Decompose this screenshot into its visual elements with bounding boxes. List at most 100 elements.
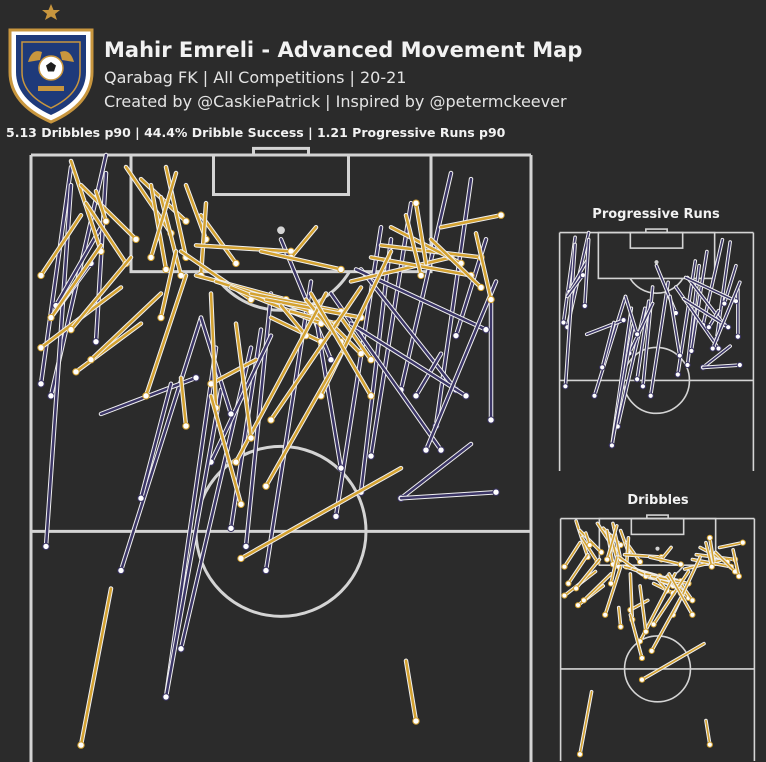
movement-line	[139, 382, 173, 500]
movement-line	[629, 613, 643, 659]
goal	[646, 514, 669, 520]
movement-end-point	[162, 693, 170, 701]
movement-end-point	[598, 549, 605, 556]
movement-line	[269, 316, 323, 343]
movement-end-point	[617, 623, 624, 630]
movement-line	[705, 541, 713, 568]
movement-end-point	[262, 566, 270, 575]
movement-line	[329, 292, 443, 452]
movement-line	[264, 352, 343, 488]
movement-end-point	[412, 392, 420, 400]
movement-end-point	[337, 265, 345, 274]
movement-end-point	[412, 199, 420, 207]
movement-end-point	[232, 259, 240, 268]
movement-line	[611, 324, 635, 447]
movement-end-point	[604, 556, 611, 563]
series-dribbles	[37, 158, 505, 749]
movement-line	[424, 280, 498, 452]
movement-line	[702, 345, 731, 369]
movement-end-point	[132, 235, 140, 244]
movement-end-point	[417, 271, 425, 280]
movement-end-point	[639, 383, 647, 390]
series-dribbles	[561, 519, 746, 758]
movement-line	[679, 582, 694, 602]
movement-lines	[561, 519, 746, 758]
movement-line	[159, 250, 178, 319]
movement-line	[89, 292, 163, 361]
movement-end-point	[708, 563, 715, 570]
movement-line	[650, 597, 682, 652]
movement-end-point	[327, 356, 335, 364]
dribbles-pitch	[559, 514, 756, 761]
movement-line	[49, 244, 103, 319]
movement-line	[44, 183, 73, 548]
movement-line	[567, 553, 589, 585]
movement-end-point	[576, 751, 584, 758]
movement-end-point	[147, 253, 155, 262]
movement-end-point	[709, 345, 716, 352]
movement-end-point	[648, 647, 655, 654]
movement-end-point	[684, 361, 691, 369]
movement-end-point	[102, 217, 110, 225]
movement-end-point	[42, 542, 50, 551]
movement-line	[289, 226, 318, 259]
movement-end-point	[437, 446, 445, 454]
movement-lines	[560, 230, 743, 449]
movement-line	[683, 558, 725, 570]
movement-line	[259, 250, 343, 271]
movement-end-point	[487, 295, 495, 304]
main-movement-pitch	[29, 146, 533, 762]
movement-line	[349, 322, 468, 398]
movement-end-point	[262, 482, 270, 490]
movement-end-point	[47, 313, 55, 322]
centre-circle-bottom	[194, 531, 368, 618]
chart-subtitle-credits: Created by @CaskiePatrick | Inspired by …	[104, 92, 567, 111]
movement-end-point	[192, 374, 200, 382]
movement-end-point	[734, 333, 741, 340]
movement-line	[714, 551, 736, 573]
movement-end-point	[674, 371, 681, 378]
movement-line	[648, 556, 682, 566]
movement-line	[209, 358, 258, 386]
movement-end-point	[581, 302, 588, 310]
movement-end-point	[735, 573, 742, 580]
movement-line	[359, 268, 458, 392]
movement-end-point	[638, 654, 646, 662]
movement-end-point	[482, 325, 490, 334]
movement-line	[579, 529, 603, 554]
movement-line	[610, 556, 618, 585]
movement-line	[74, 322, 143, 374]
movement-line	[404, 213, 423, 277]
movement-end-point	[573, 585, 580, 592]
movement-line	[149, 171, 178, 259]
movement-line	[579, 690, 593, 756]
movement-line	[686, 276, 726, 326]
movement-line	[564, 243, 576, 388]
movement-line	[702, 238, 724, 326]
movement-end-point	[497, 211, 505, 219]
movement-end-point	[487, 416, 495, 424]
movement-lines	[37, 152, 505, 749]
movement-line	[279, 304, 308, 337]
movement-line	[179, 376, 188, 428]
movement-end-point	[608, 442, 616, 449]
six-yard-box	[212, 153, 350, 197]
dribbles-panel-title: Dribbles	[627, 493, 689, 508]
series-progressive-runs	[560, 230, 743, 449]
movement-line	[732, 549, 740, 578]
movement-end-point	[137, 494, 145, 502]
movement-end-point	[586, 541, 593, 549]
movement-end-point	[579, 272, 586, 279]
movement-end-point	[237, 500, 245, 508]
movement-end-point	[561, 592, 568, 599]
movement-end-point	[620, 317, 627, 324]
movement-end-point	[736, 361, 743, 369]
movement-line	[309, 292, 373, 398]
movement-line	[652, 570, 690, 626]
movement-end-point	[227, 524, 235, 533]
movement-line	[718, 541, 744, 549]
goal	[645, 228, 668, 234]
movement-end-point	[689, 597, 696, 604]
movement-line	[568, 260, 588, 293]
movement-line	[379, 244, 483, 259]
